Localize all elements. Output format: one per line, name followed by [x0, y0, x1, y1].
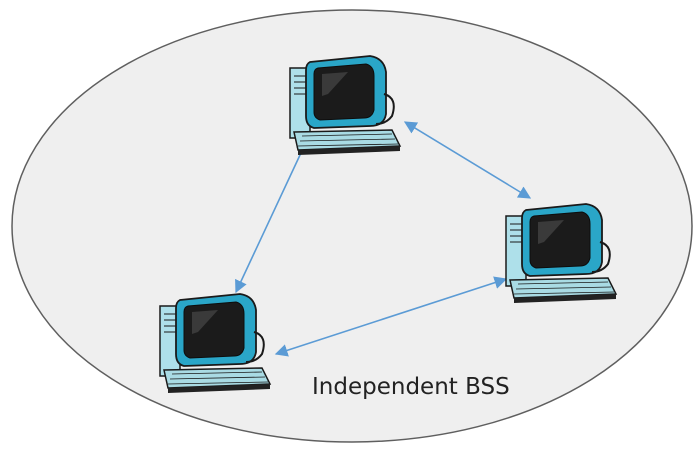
bss-label: Independent BSS: [312, 374, 510, 400]
link-top-to-right: [403, 121, 532, 199]
link-top-to-bottom-left: [235, 138, 308, 294]
desktop-computer-icon: [505, 203, 617, 304]
link-bottom-left-to-right: [274, 276, 508, 357]
desktop-computer-icon: [289, 55, 401, 156]
wireless-links: [235, 121, 532, 357]
desktop-computer-icon: [159, 293, 271, 394]
